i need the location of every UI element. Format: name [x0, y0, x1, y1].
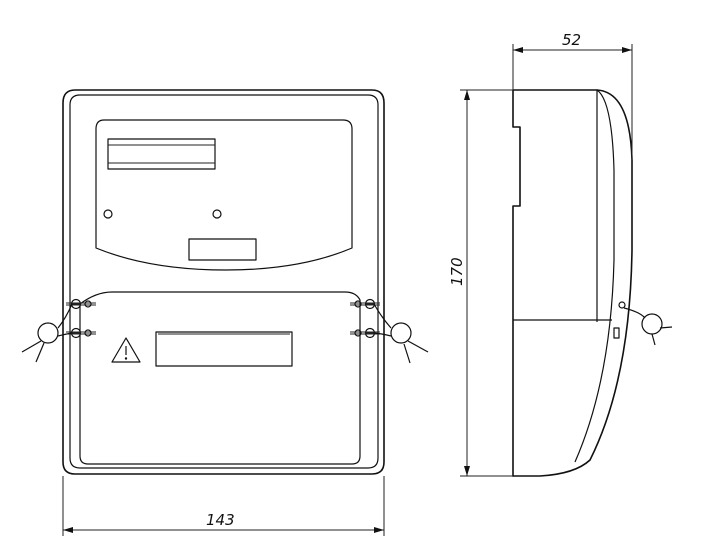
depth-dimension-label: 52: [562, 31, 581, 49]
side-back: [512, 89, 521, 477]
front-button: [188, 238, 257, 261]
display-panel: [95, 119, 353, 271]
height-dimension-label: 170: [448, 257, 466, 286]
front-outer-body: [62, 89, 385, 475]
label-plate: [155, 331, 293, 367]
warning-triangle-icon: [111, 337, 141, 363]
side-inner-curve: [574, 89, 615, 463]
front-inner-body: [69, 94, 379, 469]
led-right: [212, 209, 222, 219]
height-dimension: 170: [448, 89, 513, 477]
seal-wire-right-icon: [373, 303, 429, 364]
terminal-cover: [79, 291, 361, 465]
left-seal-screws: [66, 298, 96, 339]
width-dimension: 143: [62, 476, 385, 536]
right-seal-screws: [350, 298, 380, 339]
seal-wire-icon: [21, 303, 73, 363]
depth-dimension: 52: [512, 31, 633, 160]
led-left: [103, 209, 113, 219]
side-seal-icon: [613, 301, 673, 346]
side-view: 52 170: [448, 31, 673, 477]
width-dimension-label: 143: [206, 511, 235, 529]
lcd-window: [107, 138, 216, 170]
front-view: 143: [21, 89, 429, 536]
side-front-curve: [512, 89, 633, 477]
